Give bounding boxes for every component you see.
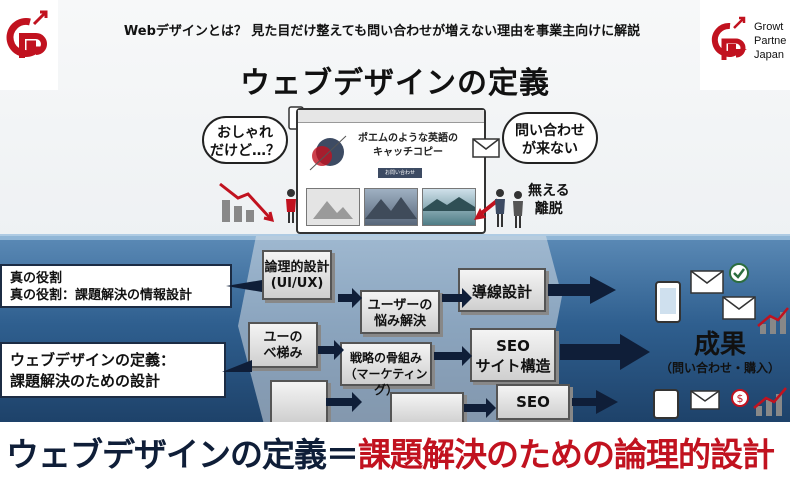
flow-label: 導線設計 [471, 283, 532, 301]
role-line-1: 真の役割 [10, 271, 63, 286]
arrow-base-to-strategy [318, 340, 344, 360]
catch-copy-line-2: キャッチコピー [373, 147, 443, 158]
user-problem-block: ユーザーの 悩み解決 [360, 290, 440, 334]
definition-line-2: 課題解決のための設計 [10, 372, 161, 390]
catch-copy: ポエムのような英語の キャッチコピー [338, 132, 478, 160]
footer-part-1: ウェブデザインの定義＝ [6, 435, 359, 474]
callout-pointer-2 [222, 360, 252, 372]
placeholder-image-2 [364, 188, 418, 226]
envelope-icon [472, 138, 500, 158]
leave-line-2: 離脱 [534, 201, 563, 217]
rising-chart-icon [753, 387, 787, 416]
leave-line-1: 無える [528, 183, 570, 199]
logic-line-1: 論理的設計 [264, 260, 330, 275]
arrow-lower-mid [464, 398, 496, 418]
svg-text:$: $ [737, 392, 744, 405]
bubble-right-line-1: 問い合わせ [515, 123, 585, 139]
mail-icon [690, 390, 720, 410]
growth-partners-logo-icon [6, 10, 48, 58]
logo-line-3: Japan [754, 49, 784, 61]
mail-icon [722, 296, 756, 320]
bubble-right-line-2: が来ない [522, 141, 578, 157]
declining-chart-icon [219, 182, 275, 223]
check-badge-icon [729, 263, 749, 283]
bubble-left-line-1: おしゃれ [217, 125, 273, 141]
arrow-strategy-to-seo [434, 346, 472, 366]
result-label: 成果 （問い合わせ・購入） [650, 330, 790, 376]
people-leaving-icon [495, 189, 523, 228]
seo-line-2: サイト構造 [475, 357, 551, 375]
speech-bubble-stylish: おしゃれ だけど…？ [202, 116, 288, 164]
base-structure-block: ユーの べ梯み [248, 322, 318, 368]
seo-small-label: SEO [516, 393, 550, 411]
logo-line-2: Partne [754, 35, 787, 47]
logo-left [0, 0, 58, 90]
logic-design-block: 論理的設計 (UI/UX) [262, 250, 332, 300]
user-line-2: 悩み解決 [373, 314, 426, 329]
browser-toolbar [298, 110, 484, 123]
strategy-block: 戦略の骨組み （マーケティング） [340, 342, 432, 397]
mountain-placeholder-icon [313, 201, 353, 219]
user-line-1: ユーザーの [367, 298, 433, 313]
base-line-2: べ梯み [263, 346, 303, 361]
role-line-2: 真の役割：課題解決の情報設計 [10, 288, 193, 303]
logic-line-2: (UI/UX) [270, 276, 324, 291]
coin-icon: $ [731, 389, 749, 407]
footer-banner: ウェブデザインの定義＝課題解決のための論理的設計 [0, 422, 790, 480]
page-title: ウェブデザインの定義 [240, 66, 550, 101]
seo-line-1: SEO [496, 337, 530, 355]
result-detail: （問い合わせ・購入） [659, 361, 780, 375]
true-role-callout: 真の役割 真の役割：課題解決の情報設計 [0, 264, 232, 308]
inquiry-button[interactable]: お問い合わせ [378, 168, 422, 178]
placeholder-image-3 [422, 188, 476, 226]
lower-block-left [270, 380, 328, 424]
speech-bubble-no-inquiries: 問い合わせ が来ない [502, 112, 598, 164]
arrow-seo-small [572, 390, 618, 414]
definition-callout: ウェブデザインの定義： 課題解決のための設計 [0, 342, 226, 398]
footer-part-2: 課題解決のための論理的設計 [358, 435, 775, 474]
seo-block: SEO [496, 384, 570, 420]
arrow-flow-to-result [548, 276, 616, 304]
phone-icon [655, 281, 681, 323]
website-mockup: ポエムのような英語の キャッチコピー お問い合わせ [296, 108, 486, 234]
abstract-shape-icon [309, 135, 347, 171]
footer-title: ウェブデザインの定義＝課題解決のための論理的設計 [6, 428, 775, 476]
strategy-line-1: 戦略の骨組み [349, 351, 422, 365]
person-icon [286, 189, 296, 223]
rising-chart-icon [757, 307, 789, 334]
arrow-logic-to-user [338, 288, 362, 308]
flow-design-block: 導線設計 [458, 268, 546, 312]
mountain-photo-icon [365, 197, 417, 219]
logo-text: Growt Partne Japan [754, 20, 786, 62]
definition-line-1: ウェブデザインの定義： [10, 351, 176, 369]
placeholder-image-1 [306, 188, 360, 226]
growth-partners-logo-icon [711, 16, 747, 60]
lake-photo-icon [423, 197, 475, 211]
mail-icon [690, 270, 724, 294]
catch-copy-line-1: ポエムのような英語の [358, 133, 458, 144]
arrow-seo-to-result [560, 334, 650, 370]
arrow-lower-left [326, 392, 362, 412]
subtitle: Webデザインとは？ 見た目だけ整えても問い合わせが増えない理由を事業主向けに解… [123, 24, 641, 39]
arrow-user-to-flow [442, 288, 472, 308]
result-title: 成果 [693, 330, 746, 360]
leave-label: 無える 離脱 [528, 182, 570, 218]
callout-pointer-1 [226, 280, 262, 292]
strategy-line-2: （マーケティング） [344, 367, 428, 397]
base-line-1: ユーの [263, 330, 303, 345]
phone-icon [653, 389, 679, 419]
bubble-left-line-2: だけど…？ [210, 143, 280, 159]
logo-right: Growt Partne Japan [700, 0, 790, 90]
logo-line-1: Growt [754, 21, 784, 33]
